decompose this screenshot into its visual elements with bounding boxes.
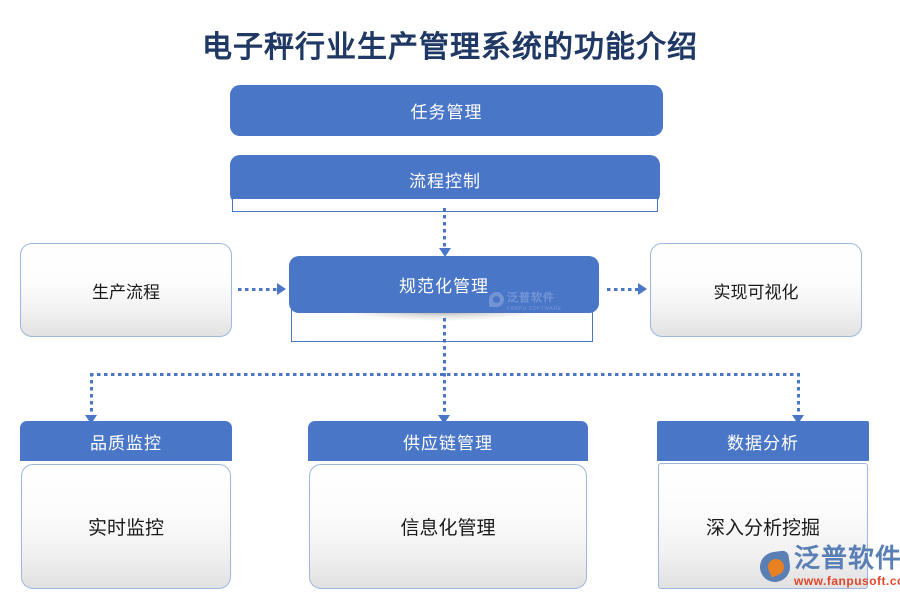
watermark-brand: 泛普软件 xyxy=(507,292,555,304)
node-label: 实现可视化 xyxy=(713,282,799,302)
node-label: 生产流程 xyxy=(92,282,160,302)
card-header: 品质监控 xyxy=(20,421,232,461)
connector-arrowhead xyxy=(792,415,804,424)
connector-standardized-down xyxy=(443,318,446,375)
card-header: 供应链管理 xyxy=(308,421,588,461)
card-body: 实时监控 xyxy=(21,464,231,589)
watermark-inline: 泛普软件 FANPU SOFTWARE xyxy=(489,286,562,312)
connector-standardized-to-visualization xyxy=(607,288,641,291)
connector-arrowhead xyxy=(638,283,647,295)
card-supply-chain-management[interactable]: 供应链管理 信息化管理 xyxy=(308,421,588,589)
card-header: 数据分析 xyxy=(657,421,869,461)
node-realize-visualization[interactable]: 实现可视化 xyxy=(650,243,862,337)
node-label: 流程控制 xyxy=(409,172,481,191)
card-body: 深入分析挖掘 xyxy=(658,463,868,589)
connector-process-to-standardized xyxy=(443,208,446,251)
card-body: 信息化管理 xyxy=(309,464,587,589)
node-standardized-management[interactable]: 规范化管理 泛普软件 FANPU SOFTWARE xyxy=(289,256,599,313)
node-production-flow[interactable]: 生产流程 xyxy=(20,243,232,337)
card-data-analysis[interactable]: 数据分析 深入分析挖掘 xyxy=(657,421,869,589)
node-label: 任务管理 xyxy=(410,103,483,122)
node-task-management[interactable]: 任务管理 xyxy=(230,85,663,136)
connector-arrowhead xyxy=(85,415,97,424)
node-label: 规范化管理 xyxy=(399,277,489,296)
connector-bus-to-data-analysis xyxy=(797,373,800,420)
connector-bus-to-quality xyxy=(90,373,93,420)
connector-arrowhead xyxy=(438,415,450,424)
page-title: 电子秤行业生产管理系统的功能介绍 xyxy=(202,31,698,64)
watermark-brand-sub: FANPU SOFTWARE xyxy=(507,306,562,312)
connector-arrowhead xyxy=(277,283,286,295)
card-quality-monitoring[interactable]: 品质监控 实时监控 xyxy=(20,421,232,589)
connector-production-to-standardized xyxy=(238,288,280,291)
connector-arrowhead xyxy=(439,248,451,257)
connector-bus-to-supply-chain xyxy=(443,373,446,420)
brand-mark-icon xyxy=(489,291,504,307)
node-process-control[interactable]: 流程控制 xyxy=(230,155,660,204)
